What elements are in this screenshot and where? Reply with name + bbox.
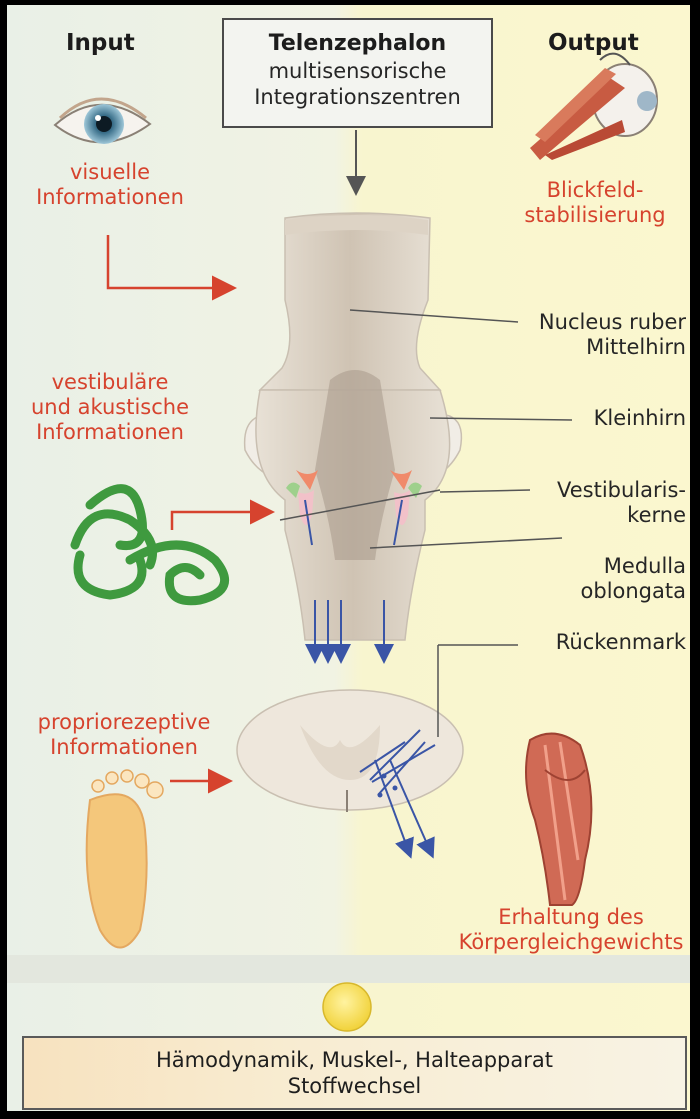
spinal-cord-label: Rückenmark [520,630,686,655]
vestibular-line-2: und akustische [24,395,196,420]
proprio-line-2: Informationen [18,735,230,760]
telencephalon-line2: multisensorische [224,58,491,84]
telencephalon-box: Telenzephalon multisensorische Integrati… [222,18,493,128]
proprio-line-1: propriorezeptive [18,710,230,735]
gaze-output-label: Blickfeld- stabilisierung [510,178,680,228]
output-header: Output [548,30,639,58]
eye-muscle-icon [530,54,657,160]
nucleus-line-2: Mittelhirn [500,335,686,360]
vestibular-nuclei-line-1: Vestibularis- [530,478,686,503]
proprio-input-label: propriorezeptive Informationen [18,710,230,760]
eye-icon [55,99,150,144]
input-arrows [108,235,270,781]
balance-line-1: Erhaltung des [455,905,687,930]
nucleus-line-1: Nucleus ruber [500,310,686,335]
medulla-label: Medulla oblongata [560,554,686,604]
medulla-line-2: oblongata [560,579,686,604]
visual-input-label: visuelle Informationen [28,160,192,210]
inner-ear-icon [75,489,225,601]
visual-line-2: Informationen [28,185,192,210]
footer-line-2: Stoffwechsel [24,1073,685,1099]
input-header: Input [66,30,135,58]
visual-line-1: visuelle [28,160,192,185]
vestibular-input-label: vestibuläre und akustische Informationen [24,370,196,446]
metabolism-box: Hämodynamik, Muskel-, Halteapparat Stoff… [22,1036,687,1110]
telencephalon-line3: Integrationszentren [224,84,491,110]
foot-icon [87,770,163,948]
yellow-circle [323,983,371,1031]
footer-line-1: Hämodynamik, Muskel-, Halteapparat [24,1047,685,1073]
vestibular-nuclei-line-2: kerne [530,503,686,528]
medulla-line-1: Medulla [560,554,686,579]
brainstem-illustration [245,213,462,660]
balance-output-label: Erhaltung des Körpergleichgewichts [455,905,687,955]
gaze-line-1: Blickfeld- [510,178,680,203]
gaze-line-2: stabilisierung [510,203,680,228]
vestibular-line-3: Informationen [24,420,196,445]
cerebellum-label: Kleinhirn [560,406,686,431]
leg-muscle-icon [526,734,591,905]
vestibular-nuclei-label: Vestibularis- kerne [530,478,686,528]
telencephalon-title: Telenzephalon [224,30,491,58]
balance-line-2: Körpergleichgewichts [455,930,687,955]
nucleus-ruber-label: Nucleus ruber Mittelhirn [500,310,686,360]
vestibular-line-1: vestibuläre [24,370,196,395]
spinal-cord-section [237,690,463,855]
cerebellum-line-1: Kleinhirn [560,406,686,431]
spinal-line-1: Rückenmark [520,630,686,655]
